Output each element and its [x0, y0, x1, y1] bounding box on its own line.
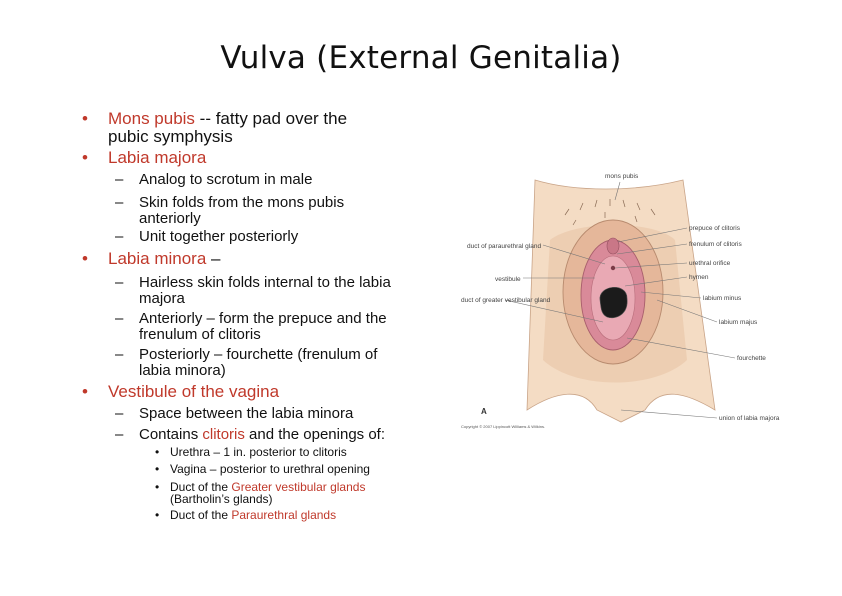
label-fourchette: fourchette	[737, 355, 766, 362]
figure-leader-lines	[504, 181, 736, 419]
label-greater-vestibular-duct: duct of greater vestibular gland	[461, 297, 551, 304]
term-mons-pubis: Mons pubis	[108, 109, 195, 128]
term-vestibule: Vestibule of the vagina	[108, 382, 280, 401]
figure-hair	[564, 199, 656, 226]
term-clitoris: clitoris	[202, 426, 245, 443]
label-labium-minus: labium minus	[703, 295, 742, 302]
label-prepuce: prepuce of clitoris	[689, 225, 741, 232]
mons-desc-cont: pubic symphysis	[108, 127, 233, 146]
figure-vaginal-opening	[599, 287, 628, 319]
label-union-labia-majora: union of labia majora	[719, 415, 780, 422]
bullet-dot: •	[82, 249, 88, 268]
bullet-dot: •	[82, 148, 88, 167]
term-labia-majora: Labia majora	[108, 148, 207, 167]
bullet-dot: •	[82, 382, 88, 401]
bullet-dot: •	[82, 109, 88, 128]
label-vestibule: vestibule	[495, 276, 521, 283]
label-frenulum: frenulum of clitoris	[689, 241, 742, 248]
label-mons-pubis: mons pubis	[605, 173, 639, 180]
slide-title: Vulva (External Genitalia)	[220, 40, 622, 76]
term-paraurethral: Paraurethral glands	[231, 508, 337, 522]
term-labia-minora: Labia minora	[108, 249, 207, 268]
anatomy-figure: mons pubis prepuce of clitoris frenulum …	[455, 160, 790, 435]
figure-clitoris	[606, 237, 620, 255]
bullet-content: • Mons pubis -- fatty pad over the pubic…	[82, 109, 391, 522]
label-urethral-orifice: urethral orifice	[689, 260, 731, 267]
figure-copyright: Copyright © 2007 Lippincott Williams & W…	[461, 424, 545, 429]
label-paraurethral-duct: duct of paraurethral gland	[467, 243, 541, 250]
figure-urethral-orifice	[610, 265, 616, 271]
vulva-illustration: mons pubis prepuce of clitoris frenulum …	[461, 173, 780, 429]
term-greater-vestibular: Greater vestibular glands	[231, 480, 366, 494]
figure-panel-letter: A	[481, 407, 487, 416]
label-labium-majus: labium majus	[719, 319, 758, 326]
mons-desc: -- fatty pad over the	[194, 109, 348, 128]
label-hymen: hymen	[689, 274, 709, 281]
